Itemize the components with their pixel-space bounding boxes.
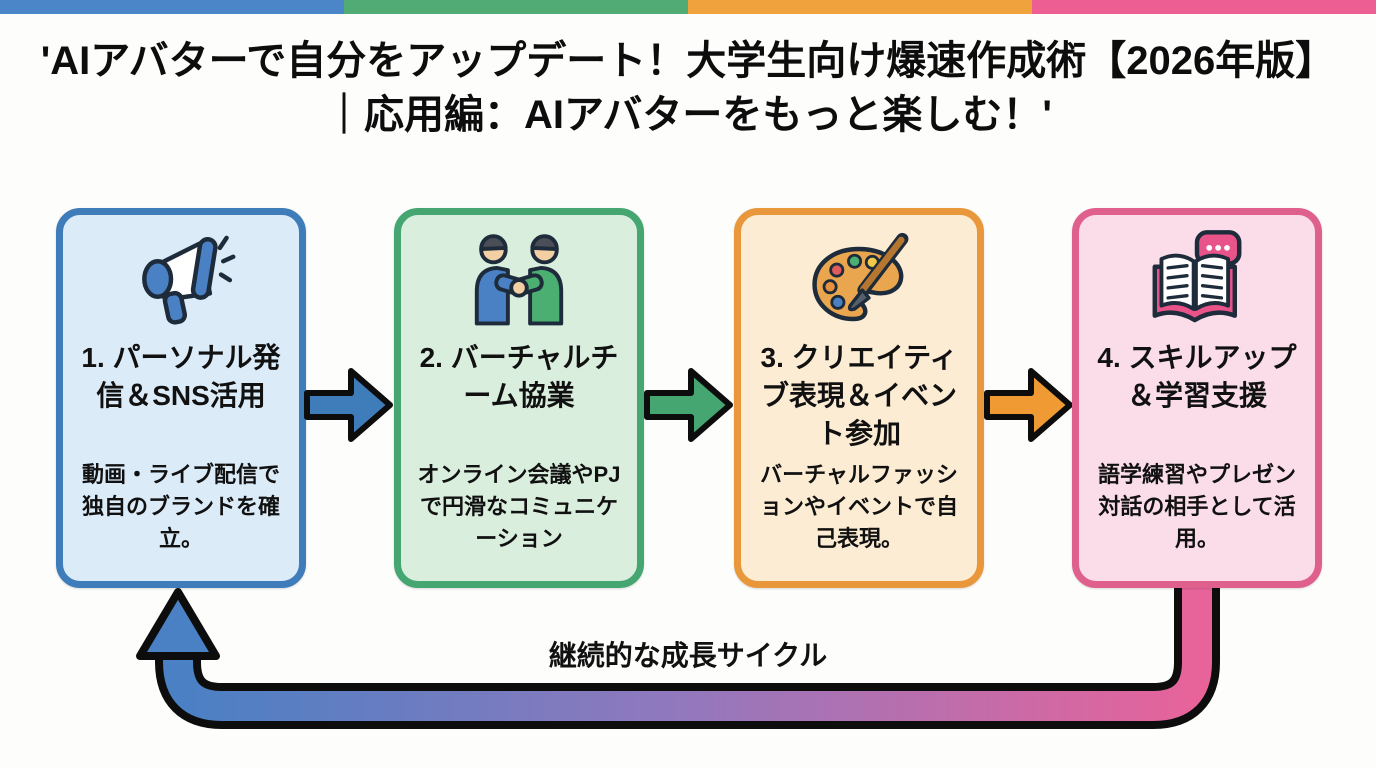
step-description: 動画・ライブ配信で独自のブランドを確立。 <box>81 462 280 552</box>
flow-arrow-3 <box>984 362 1074 448</box>
step-title: 4. スキルアップ＆学習支援 <box>1097 342 1297 411</box>
step-title: 3. クリエイティブ表現＆イベント参加 <box>760 342 958 449</box>
growth-cycle-label: 継続的な成長サイクル <box>548 640 828 671</box>
book-chat-icon <box>1141 227 1253 331</box>
page-title: 'AIアバターで自分をアップデート！大学生向け爆速作成術【2026年版】｜応用編… <box>40 39 1336 137</box>
step-description: 語学練習やプレゼン対話の相手として活用。 <box>1097 462 1296 552</box>
palette-icon <box>803 227 915 331</box>
loop-arrowhead <box>136 588 220 660</box>
step-card-4: 4. スキルアップ＆学習支援 語学練習やプレゼン対話の相手として活用。 <box>1072 208 1322 588</box>
handshake-icon <box>463 227 575 331</box>
step-description: バーチャルファッションやイベントで自己表現。 <box>759 462 958 552</box>
flow-arrow-1 <box>304 362 394 448</box>
accent-segment-blue <box>0 0 344 14</box>
step-description: オンライン会議やPJで円滑なコミュニケーション <box>417 462 621 552</box>
step-card-2: 2. バーチャルチーム協業 オンライン会議やPJで円滑なコミュニケーション <box>394 208 644 588</box>
step-card-3: 3. クリエイティブ表現＆イベント参加 バーチャルファッションやイベントで自己表… <box>734 208 984 588</box>
top-accent-bar <box>0 0 1376 14</box>
accent-segment-pink <box>1032 0 1376 14</box>
step-card-1: 1. パーソナル発信＆SNS活用 動画・ライブ配信で独自のブランドを確立。 <box>56 208 306 588</box>
megaphone-icon <box>125 227 237 331</box>
step-title: 1. パーソナル発信＆SNS活用 <box>81 342 281 411</box>
step-title: 2. バーチャルチーム協業 <box>419 342 619 411</box>
accent-segment-orange <box>688 0 1032 14</box>
flow-arrow-2 <box>644 362 734 448</box>
accent-segment-green <box>344 0 688 14</box>
